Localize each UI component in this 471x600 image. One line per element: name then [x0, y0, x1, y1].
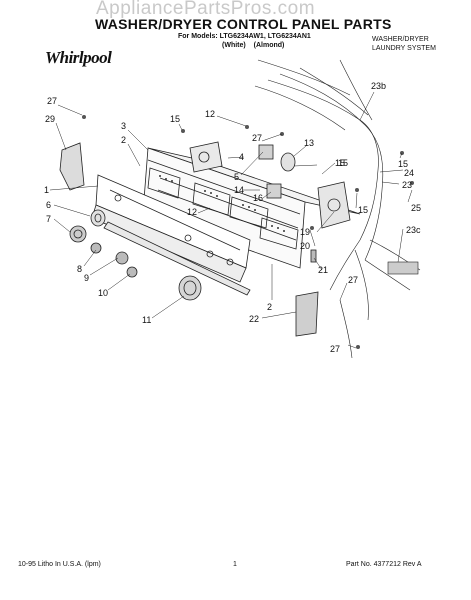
- wire-harness: [254, 59, 421, 359]
- callout-label: 5: [234, 172, 239, 182]
- callout-label: 15: [398, 159, 408, 169]
- watermark: AppliancePartsPros.com: [96, 0, 316, 19]
- brand-logo: Whirlpool: [45, 48, 112, 67]
- knob-8: [90, 242, 102, 254]
- callout-label: 9: [84, 273, 89, 283]
- callout-label: 12: [187, 207, 197, 217]
- callout-label: 1: [44, 185, 49, 195]
- callout-label: 24: [404, 168, 414, 178]
- clip-21: [310, 249, 317, 263]
- model-colors: (White) (Almond): [222, 42, 285, 49]
- callout-label: 11: [142, 315, 151, 325]
- callout-label: 20: [300, 241, 310, 251]
- knob-7: [69, 225, 87, 243]
- callout-label: 22: [249, 314, 259, 324]
- callout-label: 6: [46, 200, 51, 210]
- control-19: [317, 181, 351, 229]
- callout-label: 12: [205, 109, 215, 119]
- callout-label: 15: [338, 158, 348, 168]
- knob-11: [178, 275, 202, 301]
- timer-4: [189, 141, 223, 173]
- switch-14: [258, 144, 274, 160]
- callout-label: 19: [300, 227, 310, 237]
- callout-label: 15: [335, 158, 345, 168]
- switch-16: [266, 183, 282, 199]
- page-title: WASHER/DRYER CONTROL PANEL PARTS: [95, 16, 392, 32]
- callout-label: 16: [253, 193, 263, 203]
- callout-label: 2: [121, 135, 126, 145]
- console-bezel: [103, 221, 251, 296]
- system-label: WASHER/DRYER LAUNDRY SYSTEM: [372, 35, 436, 53]
- footer-page-number: 1: [233, 561, 237, 568]
- knob-9: [115, 251, 129, 265]
- left-end-cap: [59, 142, 85, 191]
- callout-label: 14: [234, 185, 244, 195]
- callout-label: 27: [348, 275, 358, 285]
- footer-part-number: Part No. 4377212 Rev A: [346, 561, 422, 568]
- callout-label: 27: [47, 96, 57, 106]
- callout-label: 2: [267, 302, 272, 312]
- callout-label: 23c: [406, 225, 421, 235]
- callout-label: 15: [170, 114, 180, 124]
- callout-label: 3: [121, 121, 126, 131]
- knob-10: [126, 266, 138, 278]
- callout-labels: 27 29 3 2 1 6 7 8 9 10 11 15 12 4 27 13 …: [44, 81, 421, 354]
- system-line-1: WASHER/DRYER: [372, 36, 429, 43]
- leader-lines: [49, 91, 413, 349]
- callout-label: 13: [304, 138, 314, 148]
- callout-label: 27: [252, 133, 262, 143]
- callout-label: 7: [46, 214, 51, 224]
- callout-label: 21: [318, 265, 328, 275]
- callout-label: 23: [402, 180, 412, 190]
- knob-13: [280, 152, 296, 172]
- knob-6: [90, 209, 106, 227]
- system-line-2: LAUNDRY SYSTEM: [372, 45, 436, 52]
- callout-label: 25: [411, 203, 421, 213]
- callout-label: 4: [239, 152, 244, 162]
- callout-label: 23b: [371, 81, 386, 91]
- footer-litho: 10-95 Litho In U.S.A. (lpm): [18, 561, 101, 568]
- right-end-cap: [295, 291, 319, 337]
- model-numbers: For Models: LTG6234AW1, LTG6234AN1: [178, 33, 311, 40]
- callout-label: 10: [98, 288, 108, 298]
- callout-label: 15: [358, 205, 368, 215]
- callout-label: 8: [77, 264, 82, 274]
- callout-label: 27: [330, 344, 340, 354]
- screws: [82, 115, 414, 349]
- callout-label: 29: [45, 114, 55, 124]
